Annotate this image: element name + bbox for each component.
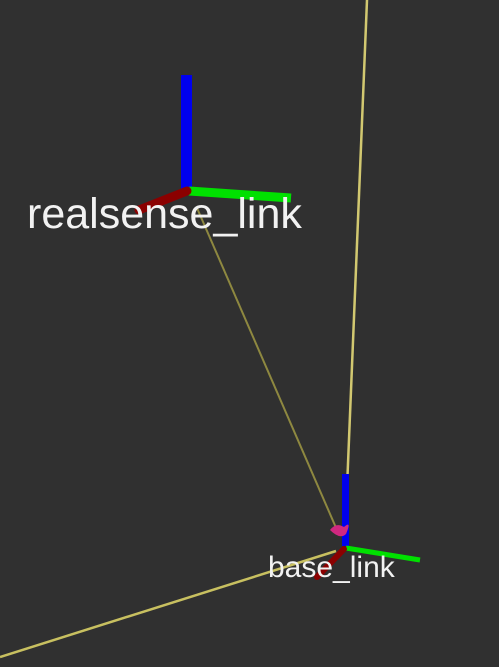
- base-x-axis: [314, 546, 347, 580]
- base-z-axis: [342, 474, 349, 546]
- tf-line-top-to-base: [345, 0, 369, 489]
- realsense-x-axis: [134, 186, 192, 215]
- base-arrow-marker: [330, 524, 349, 537]
- base-y-axis: [345, 545, 421, 563]
- realsense-z-axis: [181, 75, 192, 189]
- base-link-frame[interactable]: base_link: [268, 474, 421, 584]
- realsense-link-label: realsense_link: [27, 190, 302, 238]
- base-link-label: base_link: [268, 551, 396, 584]
- tf-line-base-to-left: [0, 549, 337, 659]
- realsense-link-frame[interactable]: realsense_link: [27, 75, 302, 238]
- realsense-y-axis: [188, 186, 292, 203]
- tf-line-realsense-to-base: [196, 207, 338, 531]
